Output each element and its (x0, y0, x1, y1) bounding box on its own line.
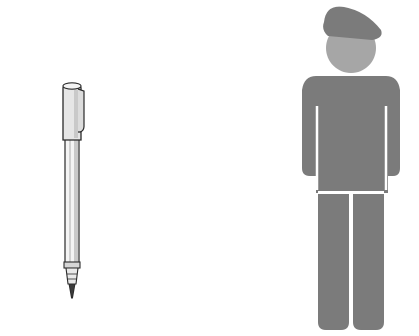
pen-tip-cone (66, 268, 78, 284)
pen-grip-ring (64, 262, 80, 268)
pen-cap-top (63, 83, 81, 89)
person-right-leg (353, 194, 384, 330)
pen-icon (63, 83, 84, 298)
person-left-leg (318, 194, 349, 330)
person-icon (302, 7, 400, 330)
pen-barrel-shade (74, 137, 78, 263)
pen-cap-shade (74, 90, 78, 138)
person-beret (323, 7, 382, 40)
person-waist-gap (318, 191, 384, 194)
pen-nib (69, 284, 75, 298)
pen-clip (78, 89, 84, 132)
